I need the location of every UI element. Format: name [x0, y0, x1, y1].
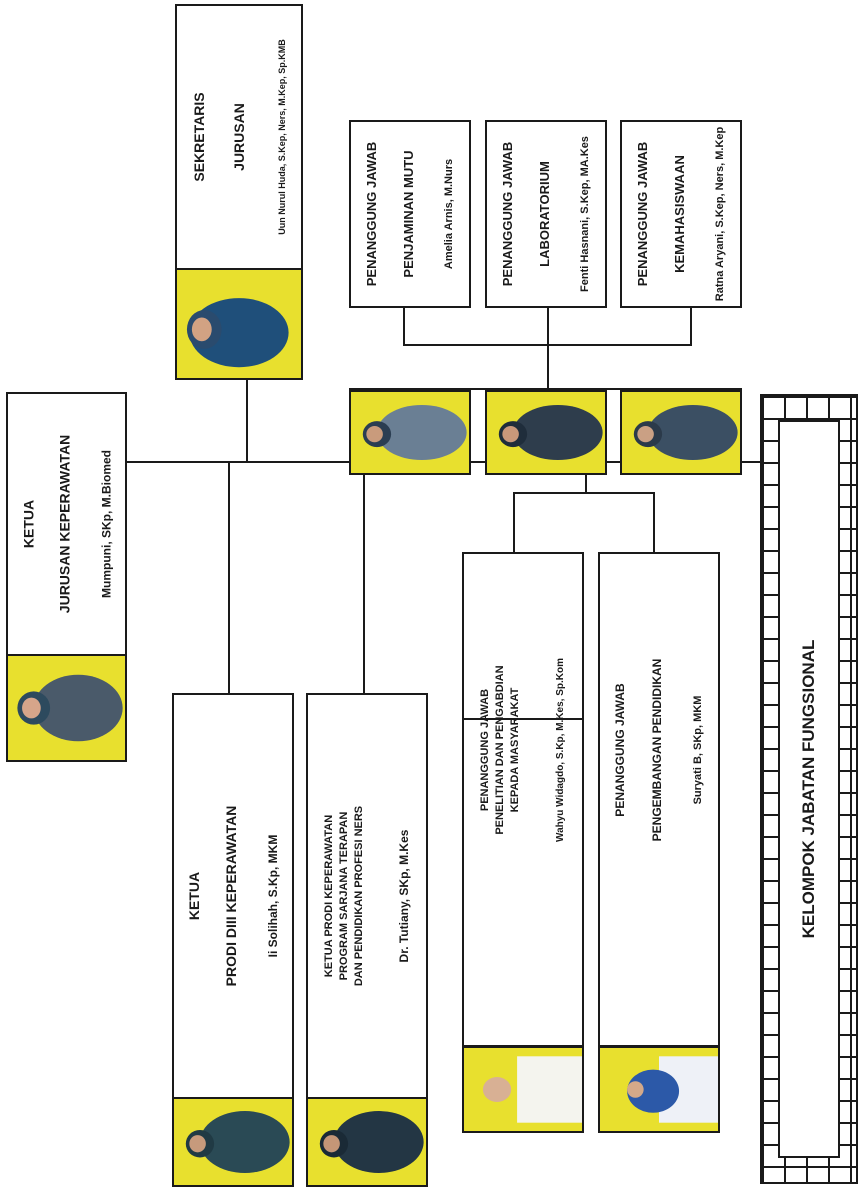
pj-mutu-title2: PENJAMINAN MUTU — [400, 150, 416, 278]
prodi-diii-text: KETUA PRODI DIII KEPERAWATAN Ii Solihah,… — [176, 698, 290, 1094]
pj-lab-title1: PENANGGUNG JAWAB — [499, 141, 515, 287]
sekretaris-title2: JURUSAN — [230, 103, 247, 171]
prodi-str-text: KETUA PRODI KEPERAWATAN PROGRAM SARJANA … — [310, 698, 424, 1094]
pj-penelitian-name: Wahyu Widagdo, S.Kp, M.Kes, Sp.Kom — [555, 658, 566, 843]
pj-mhs-photo — [620, 390, 742, 475]
pj-photo-divider — [349, 388, 742, 390]
pj-pendidikan-card: PENANGGUNG JAWAB PENGEMBANGAN PENDIDIKAN… — [598, 552, 720, 1133]
pj-penelitian-drop — [513, 492, 515, 553]
prodi-str-title1: KETUA PRODI KEPERAWATAN — [322, 814, 335, 978]
prodi-str-connector — [363, 462, 365, 695]
sekretaris-photo — [177, 270, 301, 378]
pj-top-bracket — [403, 344, 692, 346]
pj-penelitian-photo-divider — [462, 1045, 584, 1047]
pj-mutu-name: Amelia Arnis, M.Nurs — [443, 158, 456, 270]
fungsional-label-box: KELOMPOK JABATAN FUNGSIONAL — [778, 420, 840, 1158]
ketua-jurusan-card: KETUA JURUSAN KEPERAWATAN Mumpuni, SKp, … — [6, 392, 127, 762]
sekretaris-connector — [246, 378, 248, 462]
pj-pendidikan-photo-divider — [598, 1045, 720, 1047]
pj-pendidikan-title2: PENGEMBANGAN PENDIDIKAN — [649, 658, 664, 842]
pj-lab-title2: LABORATORIUM — [536, 161, 552, 267]
sekretaris-name: Uun Nurul Huda, S.Kep, Ners, M.Kep, Sp.K… — [277, 39, 288, 235]
pj-lab-photo — [485, 390, 607, 475]
pj-mhs-drop — [690, 306, 692, 345]
prodi-str-card: KETUA PRODI KEPERAWATAN PROGRAM SARJANA … — [306, 693, 428, 1187]
pj-penelitian-title1: PENANGGUNG JAWAB — [479, 689, 492, 812]
prodi-str-title3: DAN PENDIDIKAN PROFESI NERS — [352, 805, 365, 987]
pj-mutu-photo — [349, 390, 471, 475]
prodi-diii-text-box: KETUA PRODI DIII KEPERAWATAN Ii Solihah,… — [172, 693, 294, 1099]
pj-pendidikan-photo-img — [600, 1046, 718, 1131]
pj-mhs-title2: KEMAHASISWAAN — [671, 155, 687, 273]
sekretaris-title1: SEKRETARIS — [190, 92, 207, 182]
pj-bottom-connector — [585, 462, 587, 493]
pj-pendidikan-title1: PENANGGUNG JAWAB — [613, 683, 628, 817]
sekretaris-text: SEKRETARIS JURUSAN Uun Nurul Huda, S.Kep… — [179, 9, 299, 265]
prodi-diii-title1: KETUA — [186, 871, 202, 921]
pj-mutu-drop — [403, 306, 405, 345]
pj-penelitian-text: PENANGGUNG JAWAB PENELITIAN DAN PENGABDI… — [466, 651, 580, 849]
pj-pendidikan-name: Suryati B, SKp, MKM — [692, 695, 704, 805]
pj-mutu-card: PENANGGUNG JAWAB PENJAMINAN MUTU Amelia … — [349, 120, 471, 308]
pj-mhs-card: PENANGGUNG JAWAB KEMAHASISWAAN Ratna Ary… — [620, 120, 742, 308]
pj-mutu-text: PENANGGUNG JAWAB PENJAMINAN MUTU Amelia … — [353, 124, 467, 304]
prodi-str-text-box: KETUA PRODI KEPERAWATAN PROGRAM SARJANA … — [306, 693, 428, 1099]
pj-penelitian-text-box — [462, 552, 584, 720]
prodi-diii-title2: PRODI DIII KEPERAWATAN — [222, 805, 239, 987]
ketua-jurusan-text-box: KETUA JURUSAN KEPERAWATAN Mumpuni, SKp, … — [6, 392, 127, 656]
pj-lab-name: Fenti Hasnani, S.Kep, MA.Kes — [579, 136, 592, 292]
pj-mutu-title1: PENANGGUNG JAWAB — [363, 141, 379, 287]
prodi-diii-name: Ii Solihah, S.Kp, MKM — [265, 834, 280, 958]
ketua-jurusan-title1: KETUA — [19, 499, 36, 549]
ketua-jurusan-title2: JURUSAN KEPERAWATAN — [56, 434, 73, 614]
pj-mhs-text: PENANGGUNG JAWAB KEMAHASISWAAN Ratna Ary… — [624, 124, 738, 304]
ketua-jurusan-text: KETUA JURUSAN KEPERAWATAN Mumpuni, SKp, … — [10, 396, 123, 652]
pj-penelitian-title2: PENELITIAN DAN PENGABDIAN — [494, 665, 507, 835]
pj-pendidikan-text: PENANGGUNG JAWAB PENGEMBANGAN PENDIDIKAN… — [602, 651, 716, 849]
pj-mhs-title1: PENANGGUNG JAWAB — [634, 141, 650, 287]
pj-lab-drop — [547, 306, 549, 345]
ketua-jurusan-name: Mumpuni, SKp, M.Biomed — [98, 450, 113, 598]
pj-bottom-bracket — [513, 492, 655, 494]
pj-penelitian-title3: KEPADA MASYARAKAT — [509, 687, 522, 813]
pj-penelitian-card: PENANGGUNG JAWAB PENELITIAN DAN PENGABDI… — [462, 552, 584, 1133]
pj-pendidikan-drop — [653, 492, 655, 553]
pj-lab-card: PENANGGUNG JAWAB LABORATORIUM Fenti Hasn… — [485, 120, 607, 308]
prodi-str-name: Dr. Tutiany, SKp, M.Kes — [396, 829, 411, 963]
prodi-str-photo — [308, 1099, 426, 1185]
fungsional-label: KELOMPOK JABATAN FUNGSIONAL — [798, 639, 818, 939]
prodi-diii-connector — [228, 462, 230, 695]
pj-penelitian-photo-img — [464, 1046, 582, 1131]
prodi-diii-photo — [174, 1099, 292, 1185]
sekretaris-card: SEKRETARIS JURUSAN Uun Nurul Huda, S.Kep… — [175, 4, 303, 380]
fungsional-text: KELOMPOK JABATAN FUNGSIONAL — [784, 439, 834, 1139]
sekretaris-text-box: SEKRETARIS JURUSAN Uun Nurul Huda, S.Kep… — [175, 4, 303, 270]
ketua-jurusan-photo — [8, 656, 125, 760]
pj-mhs-name: Ratna Aryani, S.Kep, Ners, M.Kep — [714, 126, 727, 302]
pj-lab-text: PENANGGUNG JAWAB LABORATORIUM Fenti Hasn… — [489, 124, 603, 304]
prodi-diii-card: KETUA PRODI DIII KEPERAWATAN Ii Solihah,… — [172, 693, 294, 1187]
prodi-str-title2: PROGRAM SARJANA TERAPAN — [337, 811, 350, 981]
